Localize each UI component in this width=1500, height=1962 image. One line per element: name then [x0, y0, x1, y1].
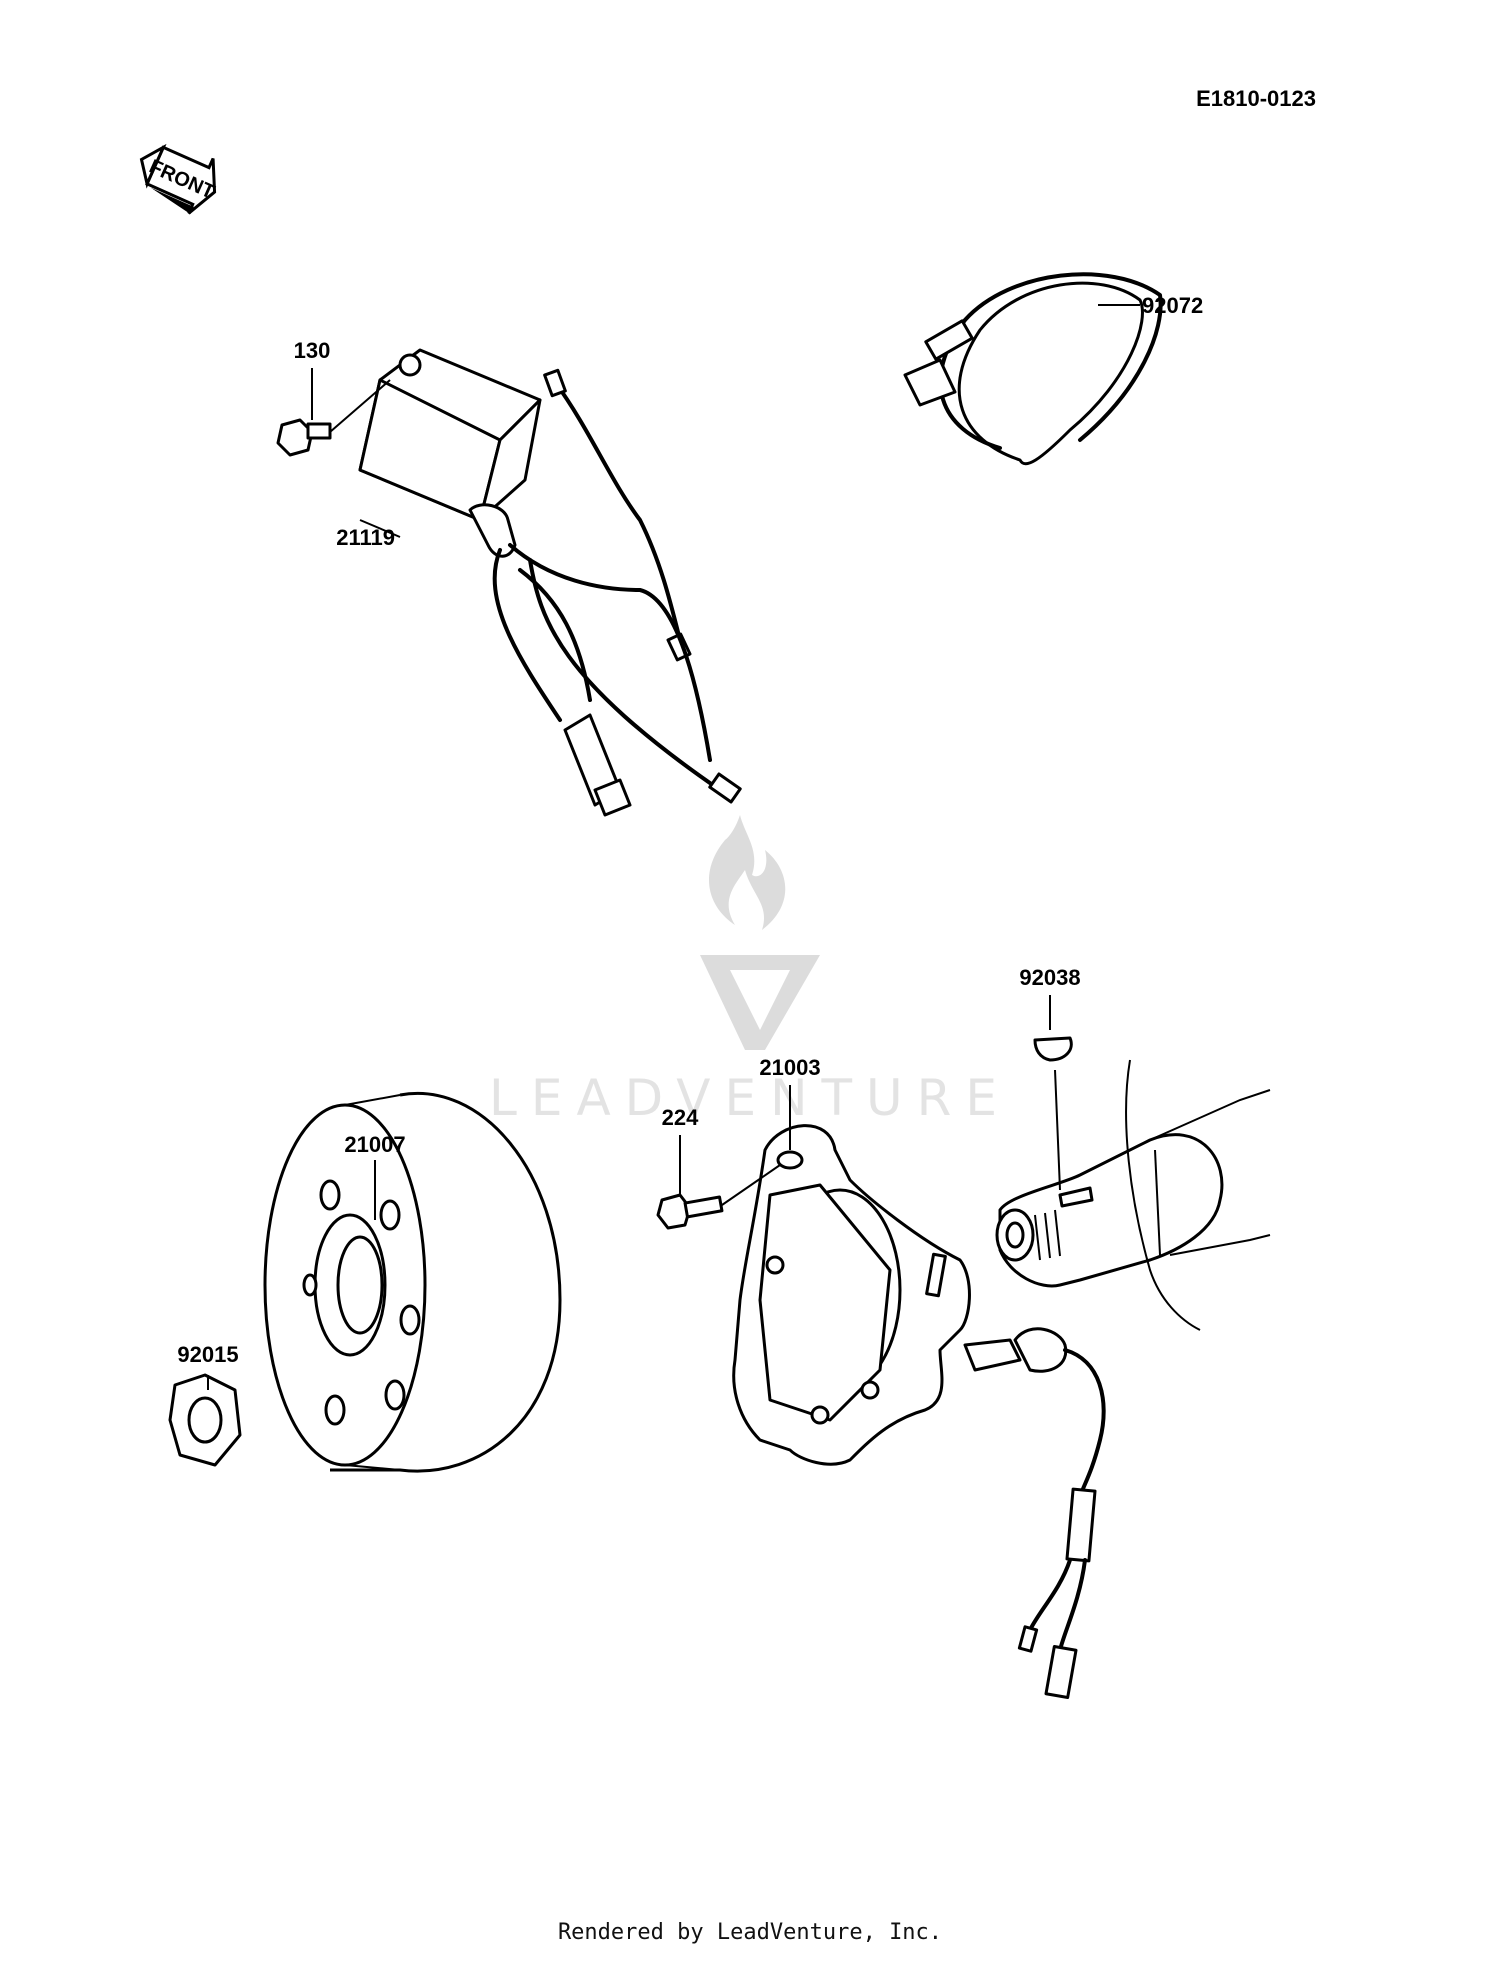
footer-credit: Rendered by LeadVenture, Inc. [557, 1920, 943, 1945]
wire-band [903, 272, 1163, 466]
label-nut-92015: 92015 [177, 1342, 238, 1367]
stator [732, 1124, 1106, 1700]
watermark-logo [700, 815, 820, 1050]
watermark-text: LEADVENTURE [489, 1069, 1011, 1127]
label-igniter-21119: 21119 [336, 525, 395, 550]
nut-92015 [168, 1373, 242, 1467]
label-band-92072: 92072 [1142, 293, 1203, 318]
label-bolt-224: 224 [662, 1105, 699, 1130]
key-92038 [1033, 1036, 1073, 1062]
label-flywheel-21007: 21007 [344, 1132, 405, 1157]
label-bolt-130: 130 [294, 338, 331, 363]
front-arrow-icon: FRONT [139, 143, 218, 215]
igniter-unit [358, 348, 742, 817]
bolt-224 [656, 1193, 724, 1230]
bolt-130 [276, 418, 332, 457]
flywheel [263, 1091, 562, 1473]
leader-lines [207, 304, 1140, 1390]
label-key-92038: 92038 [1019, 965, 1080, 990]
label-stator-21003: 21003 [759, 1055, 820, 1080]
crankshaft [995, 1059, 1271, 1331]
diagram-ref: E1810-0123 [1196, 86, 1316, 111]
